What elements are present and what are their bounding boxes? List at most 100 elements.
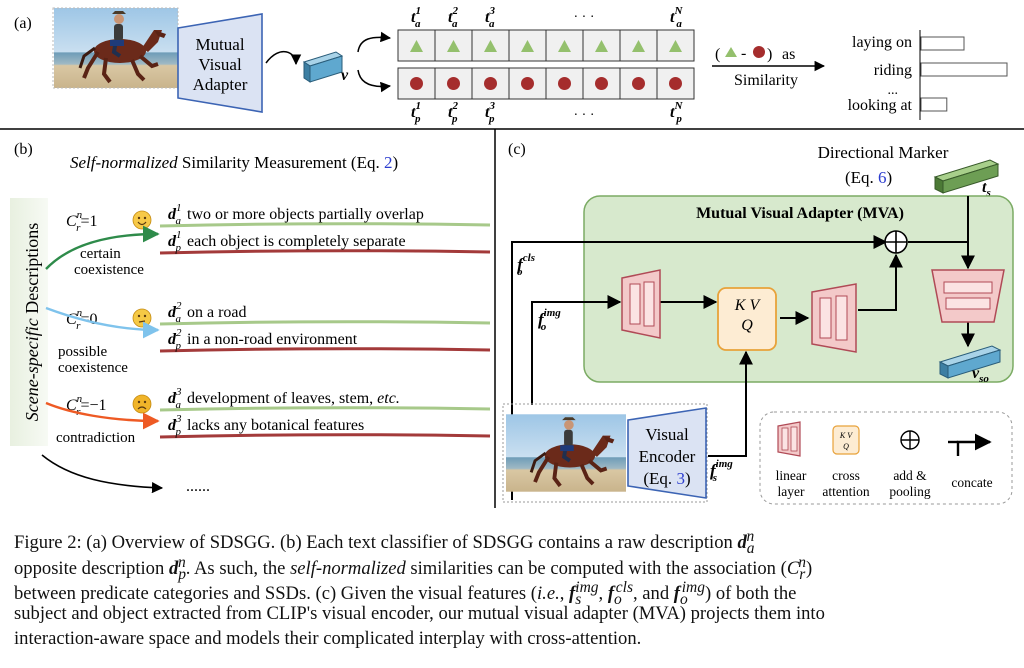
- panel-b: (b) Self-normalized Similarity Measureme…: [10, 141, 491, 495]
- ellipsis-arrow: [41, 454, 164, 494]
- triangle-icon: [595, 40, 608, 52]
- panel-c-label: (c): [508, 141, 526, 158]
- dot-icon: [632, 77, 645, 90]
- mutual-visual-adapter-block: [177, 13, 263, 113]
- association-arrow: [45, 225, 160, 270]
- horse-photo-c: [506, 414, 626, 491]
- dp-underline: [159, 249, 491, 255]
- adapter-line-3: Adapter: [193, 75, 248, 94]
- dot-icon: [558, 77, 571, 90]
- panel-a-label: (a): [14, 15, 32, 32]
- similarity-formula: ( - ) as Similarity: [715, 45, 798, 89]
- svg-text:pooling: pooling: [889, 484, 931, 499]
- legend-concat: concate: [948, 433, 993, 490]
- adapter-line-1: Mutual: [195, 35, 244, 54]
- svg-text:(: (: [715, 46, 720, 63]
- dot-icon: [753, 46, 765, 58]
- dot-icon: [484, 77, 497, 90]
- tp-dots: · · ·: [574, 108, 595, 123]
- triangle-icon: [558, 40, 571, 52]
- coexistence-kind-2: coexistence: [58, 360, 128, 376]
- triangle-icon: [632, 40, 645, 52]
- svg-text:K V: K V: [839, 431, 853, 440]
- bar-label-laying-on: laying on: [852, 34, 912, 51]
- similarity-as: as: [782, 46, 795, 63]
- caption-line-5: interaction-aware space and models their…: [14, 628, 642, 650]
- embedding-cells: [397, 29, 695, 100]
- dot-icon: [521, 77, 534, 90]
- panel-b-title: Self-normalized Similarity Measurement (…: [70, 153, 398, 172]
- coexistence-kind-2: coexistence: [74, 262, 144, 278]
- svg-text:cross: cross: [832, 468, 860, 483]
- da-underline: [159, 406, 491, 412]
- tp-cell: [656, 67, 695, 100]
- thinking-face-icon: [132, 308, 152, 328]
- svg-text:K V: K V: [734, 297, 762, 314]
- da-underline: [159, 222, 491, 228]
- ts-token-block: [933, 159, 1000, 194]
- arrow-to-ta: [357, 31, 392, 53]
- ta-cell: [656, 29, 695, 62]
- bar-label-ellipsis: ...: [888, 83, 899, 98]
- dot-icon: [410, 77, 423, 90]
- svg-text:concate: concate: [951, 475, 992, 490]
- visual-encoder-block: [627, 407, 707, 499]
- happy-face-icon: [132, 210, 152, 230]
- vso-feature-block: [938, 345, 1002, 379]
- svg-text:Q: Q: [843, 442, 849, 451]
- svg-text:): ): [767, 46, 772, 63]
- v-symbol: v: [341, 67, 349, 84]
- directional-marker-label: Directional Marker: [818, 143, 949, 162]
- triangle-icon: [484, 40, 497, 52]
- dp-underline: [159, 433, 491, 439]
- horse-photo-a: [54, 8, 178, 88]
- directional-marker-eq: (Eq. 6): [845, 168, 892, 187]
- svg-text:layer: layer: [778, 484, 805, 499]
- coexistence-kind: contradiction: [56, 430, 136, 446]
- triangle-icon: [521, 40, 534, 52]
- dot-icon: [595, 77, 608, 90]
- da-underline: [159, 320, 491, 326]
- linear-layer-1: [621, 269, 661, 339]
- triangle-icon: [725, 47, 737, 57]
- similarity-bar: [920, 97, 948, 112]
- coexistence-kind: certain: [80, 246, 121, 262]
- ts-symbol: ts: [982, 179, 991, 199]
- encoder-to-q-arrow: [708, 350, 753, 457]
- svg-text:attention: attention: [822, 484, 869, 499]
- similarity-bar: [920, 62, 1008, 77]
- concat-linear-layer: [931, 269, 1005, 323]
- bar-label-riding: riding: [874, 62, 912, 79]
- linear-to-add-arrow: [858, 253, 903, 311]
- encoder-dashed-box: [502, 403, 708, 503]
- svg-text:-: -: [741, 45, 746, 62]
- legend-linear-layer: linear layer: [776, 421, 807, 499]
- caption-line-2: opposite description dpn. As such, the s…: [14, 553, 813, 583]
- cross-attention-block: K V Q: [717, 287, 777, 351]
- encoder-eq: (Eq. 3): [643, 469, 690, 488]
- similarity-word: Similarity: [734, 72, 798, 89]
- legend-add-pooling: add & pooling: [889, 430, 931, 499]
- svg-text:Q: Q: [741, 317, 753, 334]
- sad-face-icon: [132, 394, 152, 414]
- f-img-o-flow: [531, 295, 622, 405]
- f-cls-flow: [511, 235, 888, 500]
- association-arrow: [45, 306, 160, 339]
